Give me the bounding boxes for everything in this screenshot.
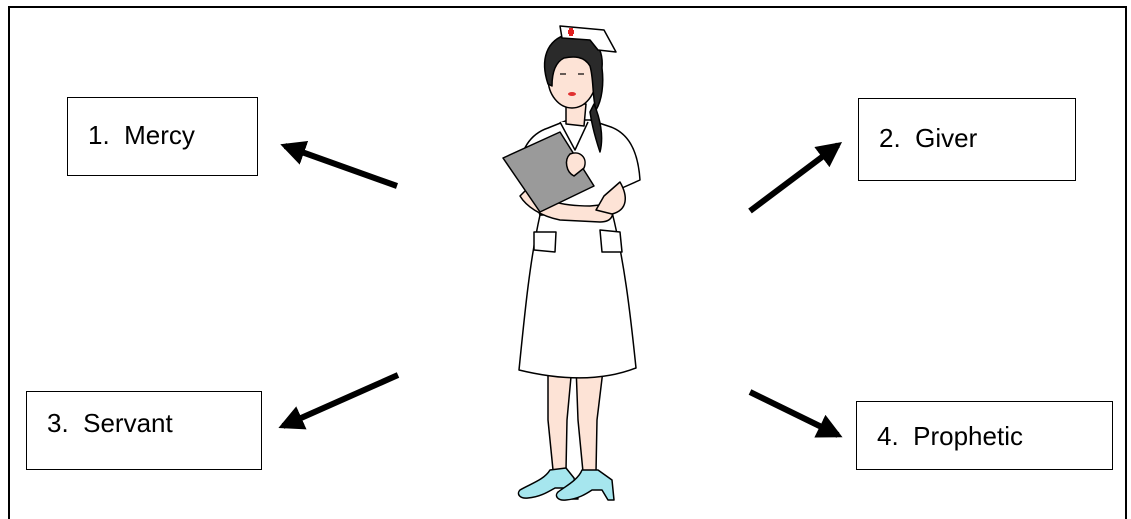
arrow-to-mercy bbox=[285, 146, 397, 186]
label-box-giver: 2. Giver bbox=[858, 98, 1076, 181]
label-box-mercy: 1. Mercy bbox=[67, 97, 258, 176]
label-servant: 3. Servant bbox=[47, 410, 173, 436]
label-prophetic: 4. Prophetic bbox=[877, 423, 1023, 449]
label-giver: 2. Giver bbox=[879, 125, 977, 151]
arrow-to-prophetic bbox=[750, 392, 838, 435]
nurse-illustration bbox=[503, 26, 640, 500]
label-mercy: 1. Mercy bbox=[88, 122, 195, 148]
arrow-to-giver bbox=[750, 145, 838, 211]
arrow-to-servant bbox=[283, 375, 398, 426]
label-box-servant: 3. Servant bbox=[26, 391, 262, 470]
label-box-prophetic: 4. Prophetic bbox=[856, 401, 1113, 470]
